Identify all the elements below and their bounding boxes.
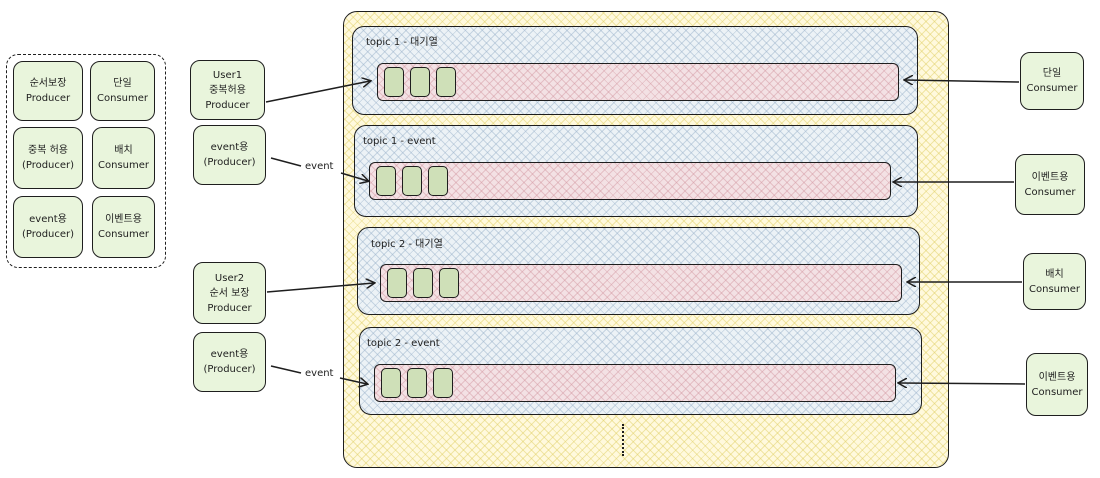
legend-label-line1: event용 bbox=[29, 214, 67, 225]
topic-title: topic 1 - 대기열 bbox=[366, 37, 438, 48]
producer-user1: User1 중복허용 Producer bbox=[190, 60, 265, 120]
consumer-label-line2: Consumer bbox=[1026, 83, 1078, 94]
consumer-label-line1: 이벤트용 bbox=[1031, 171, 1069, 183]
producer-user2: User2 순서 보장 Producer bbox=[193, 262, 266, 324]
legend-label-line2: Consumer bbox=[98, 229, 149, 240]
consumer-label-line2: Consumer bbox=[1029, 283, 1080, 295]
message-block bbox=[410, 67, 430, 97]
consumer-label-line2: Consumer bbox=[1031, 386, 1083, 398]
producer-label-line1: User1 bbox=[212, 69, 243, 81]
message-block bbox=[376, 166, 396, 196]
arrow-consumer-single-to-topic1 bbox=[905, 80, 1020, 82]
topic-title: topic 2 - 대기열 bbox=[371, 239, 443, 250]
consumer-label-line1: 단일 bbox=[1042, 68, 1062, 79]
producer-label-line3: Producer bbox=[205, 99, 250, 111]
message-block bbox=[387, 268, 407, 298]
consumer-single: 단일 Consumer bbox=[1020, 52, 1084, 110]
legend-label-line1: 순서보장 bbox=[29, 78, 67, 89]
legend-label-line1: 단일 bbox=[113, 78, 132, 89]
message-block bbox=[413, 268, 433, 298]
topic-1-waitlist-queue bbox=[377, 63, 899, 101]
legend-label-line2: Consumer bbox=[97, 93, 148, 104]
consumer-batch: 배치 Consumer bbox=[1023, 253, 1086, 310]
producer-label-line1: event용 bbox=[210, 142, 249, 153]
arrow-event1-to-topic1-event-a bbox=[270, 157, 302, 167]
more-topics-ellipsis bbox=[622, 424, 624, 456]
arrow-user1-to-topic1 bbox=[265, 81, 370, 103]
legend-label-line1: 이벤트용 bbox=[105, 214, 142, 225]
consumer-label-line1: 이벤트용 bbox=[1038, 371, 1076, 383]
arrow-user2-to-topic2 bbox=[266, 283, 374, 293]
message-block bbox=[381, 368, 401, 398]
legend-event-producer: event용 (Producer) bbox=[13, 196, 83, 258]
consumer-event-2: 이벤트용 Consumer bbox=[1026, 353, 1088, 416]
legend-label-line2: Consumer bbox=[98, 160, 149, 171]
legend-batch-consumer: 배치 Consumer bbox=[92, 127, 155, 189]
message-block bbox=[428, 166, 448, 196]
topic-1-event-queue bbox=[369, 162, 891, 200]
legend-group bbox=[6, 54, 166, 268]
producer-label-line2: 중복허용 bbox=[209, 84, 246, 96]
message-block bbox=[433, 368, 453, 398]
producer-label-line1: User2 bbox=[214, 272, 245, 284]
producer-label-line2: (Producer) bbox=[203, 364, 256, 375]
message-block bbox=[407, 368, 427, 398]
producer-label-line1: event용 bbox=[210, 349, 249, 360]
legend-label-line2: (Producer) bbox=[21, 160, 75, 171]
message-block bbox=[402, 166, 422, 196]
legend-duplicate-producer: 중복 허용 (Producer) bbox=[13, 127, 83, 189]
arrow-event2-to-topic2-event-a bbox=[270, 365, 302, 374]
message-block bbox=[439, 268, 459, 298]
legend-label-line2: (Producer) bbox=[21, 229, 75, 240]
arrow-event1-to-topic1-event-b bbox=[340, 172, 368, 181]
topic-title: topic 2 - event bbox=[367, 338, 440, 349]
producer-event-1: event용 (Producer) bbox=[193, 125, 266, 185]
producer-event-2: event용 (Producer) bbox=[193, 332, 266, 392]
producer-label-line3: Producer bbox=[207, 302, 252, 314]
legend-label-line1: 배치 bbox=[114, 145, 133, 156]
consumer-event-1: 이벤트용 Consumer bbox=[1015, 154, 1085, 215]
consumer-label-line2: Consumer bbox=[1024, 186, 1076, 198]
consumer-label-line1: 배치 bbox=[1045, 268, 1064, 280]
legend-event-consumer: 이벤트용 Consumer bbox=[92, 196, 155, 258]
topic-title: topic 1 - event bbox=[363, 136, 436, 147]
producer-label-line2: (Producer) bbox=[203, 157, 256, 168]
edge-label-event: event bbox=[303, 368, 336, 379]
legend-single-consumer: 단일 Consumer bbox=[90, 61, 155, 121]
topic-2-event-queue bbox=[374, 364, 896, 402]
topic-2-waitlist-queue bbox=[380, 264, 902, 302]
legend-ordered-producer: 순서보장 Producer bbox=[13, 61, 83, 121]
legend-label-line1: 중복 허용 bbox=[28, 145, 68, 156]
legend-label-line2: Producer bbox=[25, 93, 71, 104]
message-block bbox=[436, 67, 456, 97]
edge-label-event: event bbox=[303, 161, 336, 172]
message-block bbox=[384, 67, 404, 97]
arrow-consumer-event2-to-topic2-event bbox=[899, 383, 1026, 384]
producer-label-line2: 순서 보장 bbox=[209, 287, 250, 299]
arrow-event2-to-topic2-event-b bbox=[339, 377, 367, 384]
